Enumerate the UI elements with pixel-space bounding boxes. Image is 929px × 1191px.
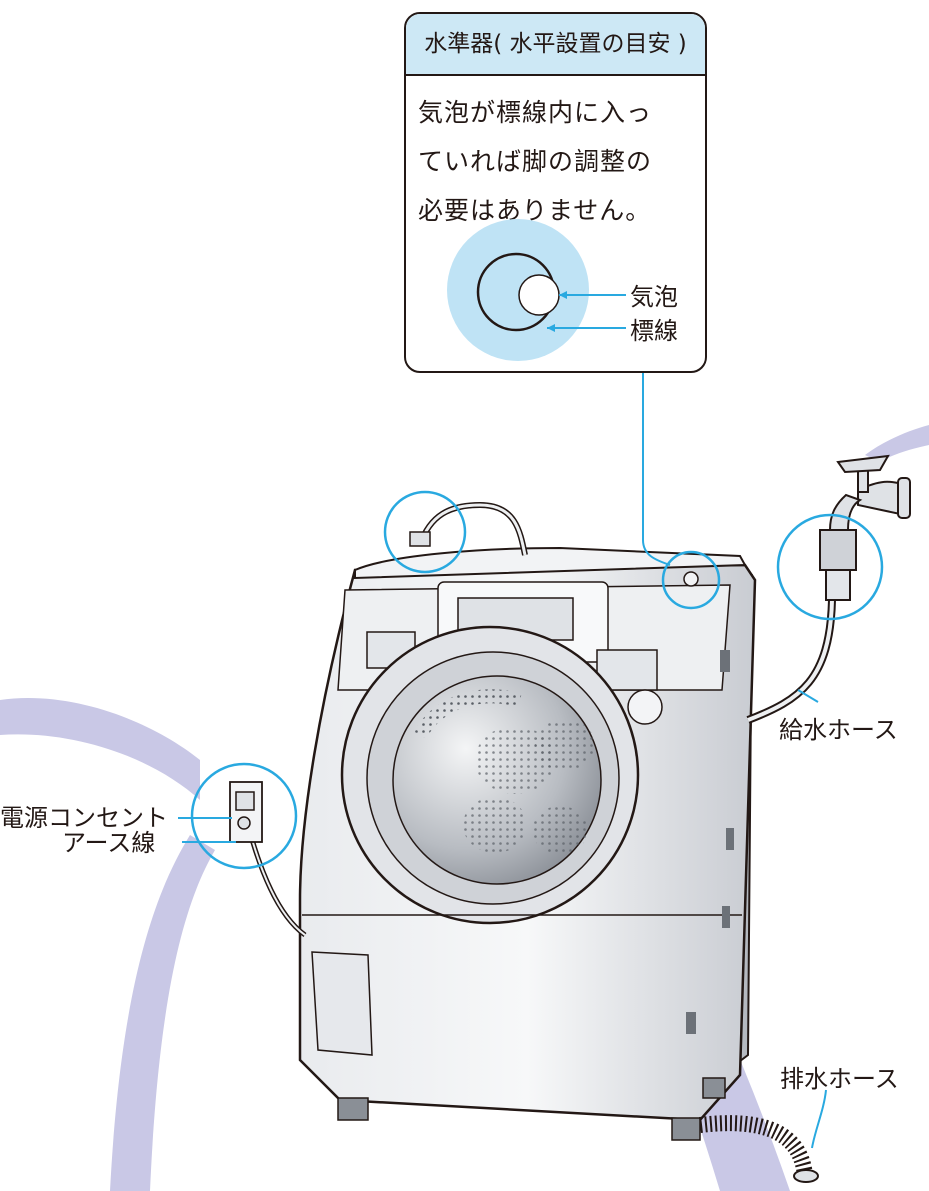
level-line-label: 標線	[630, 317, 678, 345]
bubble-label: 気泡	[630, 283, 678, 311]
level-callout: 水準器( 水平設置の目安 ) 気泡が標線内に入っ ていれば脚の調整の 必要はあり…	[404, 12, 707, 373]
faucet-illustration	[746, 454, 911, 724]
callout-text-line: 気泡が標線内に入っ	[418, 98, 653, 127]
power-outlet-illustration	[229, 781, 307, 938]
ground-wire-label: アース線	[62, 829, 156, 857]
spirit-level-icon	[447, 219, 626, 361]
callout-text-line: ていれば脚の調整の	[418, 147, 653, 176]
callout-text-line: 必要はありません。	[418, 196, 652, 225]
leader-lines	[178, 373, 827, 1149]
callout-title: 水準器( 水平設置の目安 )	[406, 14, 705, 76]
callout-text: 気泡が標線内に入っ ていれば脚の調整の 必要はありません。	[418, 88, 694, 235]
highlight-circles	[190, 490, 884, 870]
drain-hose-illustration	[699, 1115, 819, 1183]
outlet-label: 電源コンセント	[0, 804, 168, 832]
supply-hose-label: 給水ホース	[779, 716, 898, 744]
washing-machine-illustration	[298, 501, 757, 1141]
drain-hose-label: 排水ホース	[780, 1065, 899, 1093]
